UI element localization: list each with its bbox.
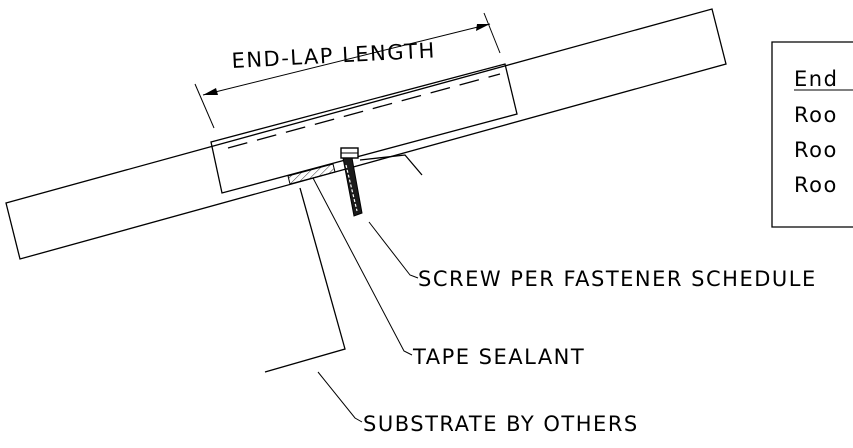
end-lap-length-label: END-LAP LENGTH [231, 38, 436, 73]
screw-label: SCREW PER FASTENER SCHEDULE [418, 267, 817, 291]
tape-sealant-label: TAPE SEALANT [412, 345, 585, 369]
tape-sealant [287, 163, 336, 185]
table-border [771, 41, 853, 228]
dimension-line [202, 23, 491, 96]
table-row: Roo [794, 103, 838, 127]
dimension-arrow-right [476, 24, 490, 31]
end-lap-panel [210, 63, 518, 194]
dimension-extension-left [194, 83, 215, 129]
table-row: Roo [794, 138, 838, 162]
table-header: End [794, 67, 838, 91]
tape-sealant-leader [312, 177, 413, 356]
table-row: Roo [794, 173, 838, 197]
hidden-lap-line [227, 73, 501, 149]
substrate-label: SUBSTRATE BY OTHERS [363, 412, 639, 436]
schedule-table: End Roo Roo Roo [771, 41, 853, 228]
screw-thread-line [345, 164, 358, 212]
substrate-leader [317, 371, 363, 423]
dimension-extension-right [483, 12, 501, 54]
substrate-outline [264, 187, 346, 373]
roof-panel [5, 8, 727, 260]
substrate-flange [359, 154, 423, 176]
screw-leader [368, 221, 419, 279]
dimension-arrow-left [203, 88, 218, 95]
